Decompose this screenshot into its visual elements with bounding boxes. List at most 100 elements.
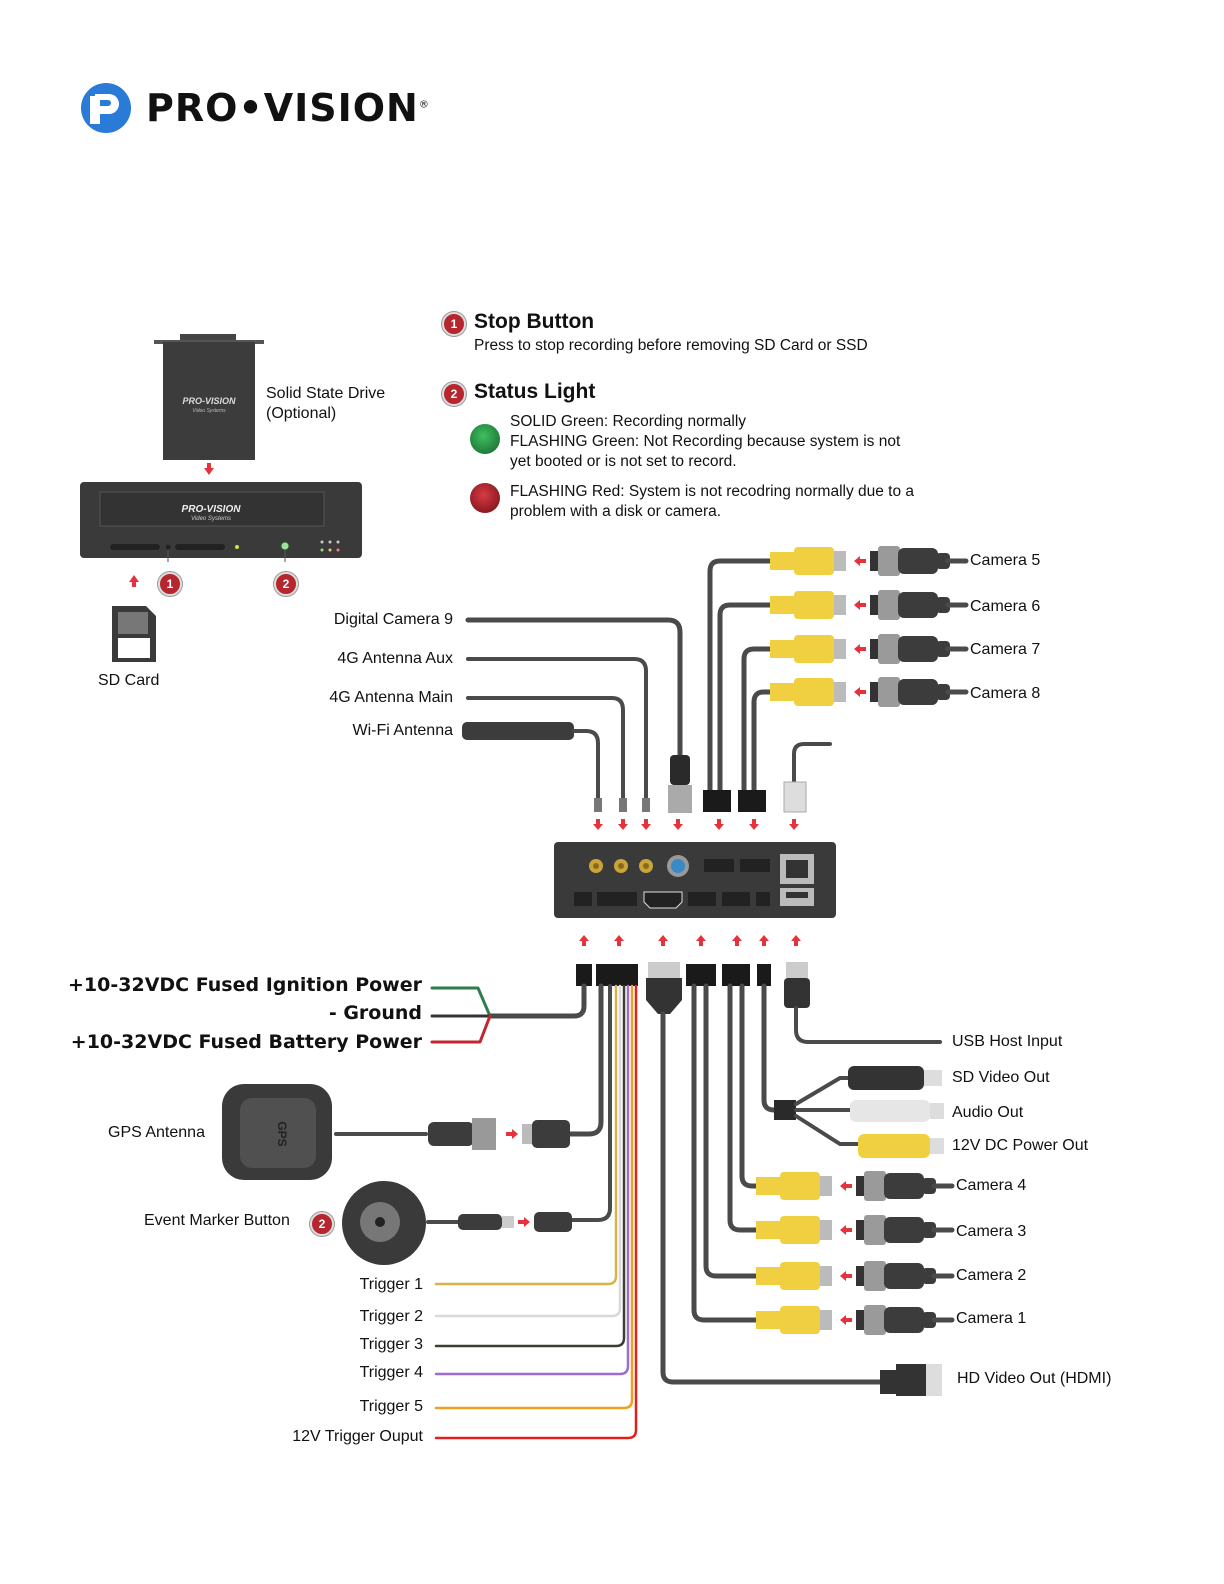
label-camera-2: Camera 2 [956,1267,1027,1284]
cam-plug-nose-cam6 [870,595,880,615]
label-trigger-1: Trigger 1 [359,1276,423,1293]
rca-boot-cam8 [770,683,796,701]
ethernet-plug-icon [783,781,807,813]
cam-plug-nut-cam4 [864,1171,886,1201]
cam-plug-nose-cam7 [870,639,880,659]
cam1-cable [691,983,759,1323]
cam-plug-nut-cam7 [878,634,900,664]
rca-body-cam8 [794,678,834,706]
callout-badge-2: 2 [442,382,466,406]
cam4-cable [739,983,759,1189]
rca-body-cam4 [780,1172,820,1200]
power-main-cable [487,983,587,1019]
rca-boot-cam4 [756,1177,782,1195]
rca-body-cam5 [794,547,834,575]
rca-tip-cam1 [820,1310,832,1330]
power-out-rca-icon [858,1134,930,1158]
arrow-up-icon [732,935,742,946]
arrow-down-icon [593,819,603,830]
label-wifi-antenna: Wi-Fi Antenna [352,722,453,739]
sd-video-rca-icon [848,1066,924,1090]
cam-plug-nut-cam2 [864,1261,886,1291]
cam-plug-nut-cam1 [864,1305,886,1335]
trigger-wire-5 [434,984,634,1410]
power-out-branch [794,1114,860,1146]
event-marker-button-icon [342,1181,426,1265]
gps-socket-body [532,1120,570,1148]
gps-socket-tip [522,1124,534,1144]
arrow-left-icon [840,1225,852,1235]
label-sd-video-out: SD Video Out [952,1069,1050,1086]
svg-text:GPS: GPS [275,1121,289,1146]
arrow-left-icon [854,600,866,610]
rca-boot-cam7 [770,640,796,658]
label-trigger-5: Trigger 5 [359,1398,423,1415]
multi-connector-a [703,790,731,812]
trigger-wire-2 [434,984,622,1318]
sma-connector-1 [594,798,602,812]
arrow-up-icon [759,935,769,946]
digital-camera-plug-body [670,755,690,785]
rca-body-cam7 [794,635,834,663]
cam-plug-body-cam4 [884,1173,924,1199]
arrow-up-icon [696,935,706,946]
arrow-up-icon [658,935,668,946]
4g-main-cable [466,696,625,802]
label-4g-antenna-main: 4G Antenna Main [329,689,453,706]
status-green-text: SOLID Green: Recording normally FLASHING… [510,413,901,470]
cam-plug-nut-cam5 [878,546,900,576]
callout-badge-1: 1 [442,312,466,336]
cam-plug-nose-cam4 [856,1176,866,1196]
cam-plug-tail-cam3 [922,1222,936,1238]
label-trigger-4: Trigger 4 [359,1364,423,1381]
power-out-rca-tip [930,1138,944,1154]
rca-tip-cam2 [820,1266,832,1286]
event-plug-tip [502,1216,514,1228]
gps-main-cable [563,983,604,1137]
cam-plug-body-cam3 [884,1217,924,1243]
cam-plug-body-cam7 [898,636,938,662]
multi-connector-d [722,964,750,986]
svg-text:Video Systems: Video Systems [191,516,231,522]
av-splitter [774,1100,796,1120]
trigger-wire-3 [434,984,626,1348]
status-light-title: Status Light [474,380,596,403]
event-main-cable [568,984,612,1222]
rca-tip-cam4 [820,1176,832,1196]
dvr-rear-panel [554,842,836,918]
cam-plug-tail-cam6 [936,597,950,613]
dvr-front-panel: PRO-VISION Video Systems [80,482,362,562]
rca-boot-cam1 [756,1311,782,1329]
gps-plug-nut [472,1118,496,1150]
arrow-left-icon [854,644,866,654]
label-usb-host-input: USB Host Input [952,1033,1063,1050]
cam-plug-tail-cam8 [936,684,950,700]
event-plug-body [458,1214,502,1230]
multi-connector-c [686,964,716,986]
audio-rca-tip [930,1103,944,1119]
gps-antenna-icon: GPS [222,1084,332,1180]
svg-text:PRO-VISION: PRO-VISION [182,504,242,515]
cam-plug-nose-cam2 [856,1266,866,1286]
arrow-down-icon [789,819,799,830]
rca-tip-cam3 [820,1220,832,1240]
sd-video-branch [794,1076,852,1106]
hdmi-plug-body [646,978,682,1014]
cam-plug-tail-cam1 [922,1312,936,1328]
label-camera-8: Camera 8 [970,685,1041,702]
cam-plug-body-cam1 [884,1307,924,1333]
arrow-left-icon [840,1315,852,1325]
cam-plug-body-cam8 [898,679,938,705]
trigger-wire-6 [434,984,638,1440]
label-audio-out: Audio Out [952,1104,1024,1121]
cam-plug-body-cam2 [884,1263,924,1289]
rca-body-cam1 [780,1306,820,1334]
arrow-down-icon [673,819,683,830]
arrow-down-icon [749,819,759,830]
cam-plug-nut-cam6 [878,590,900,620]
cam2-cable [703,983,759,1279]
cam3-cable [727,983,759,1233]
sd-card-icon [112,606,156,662]
